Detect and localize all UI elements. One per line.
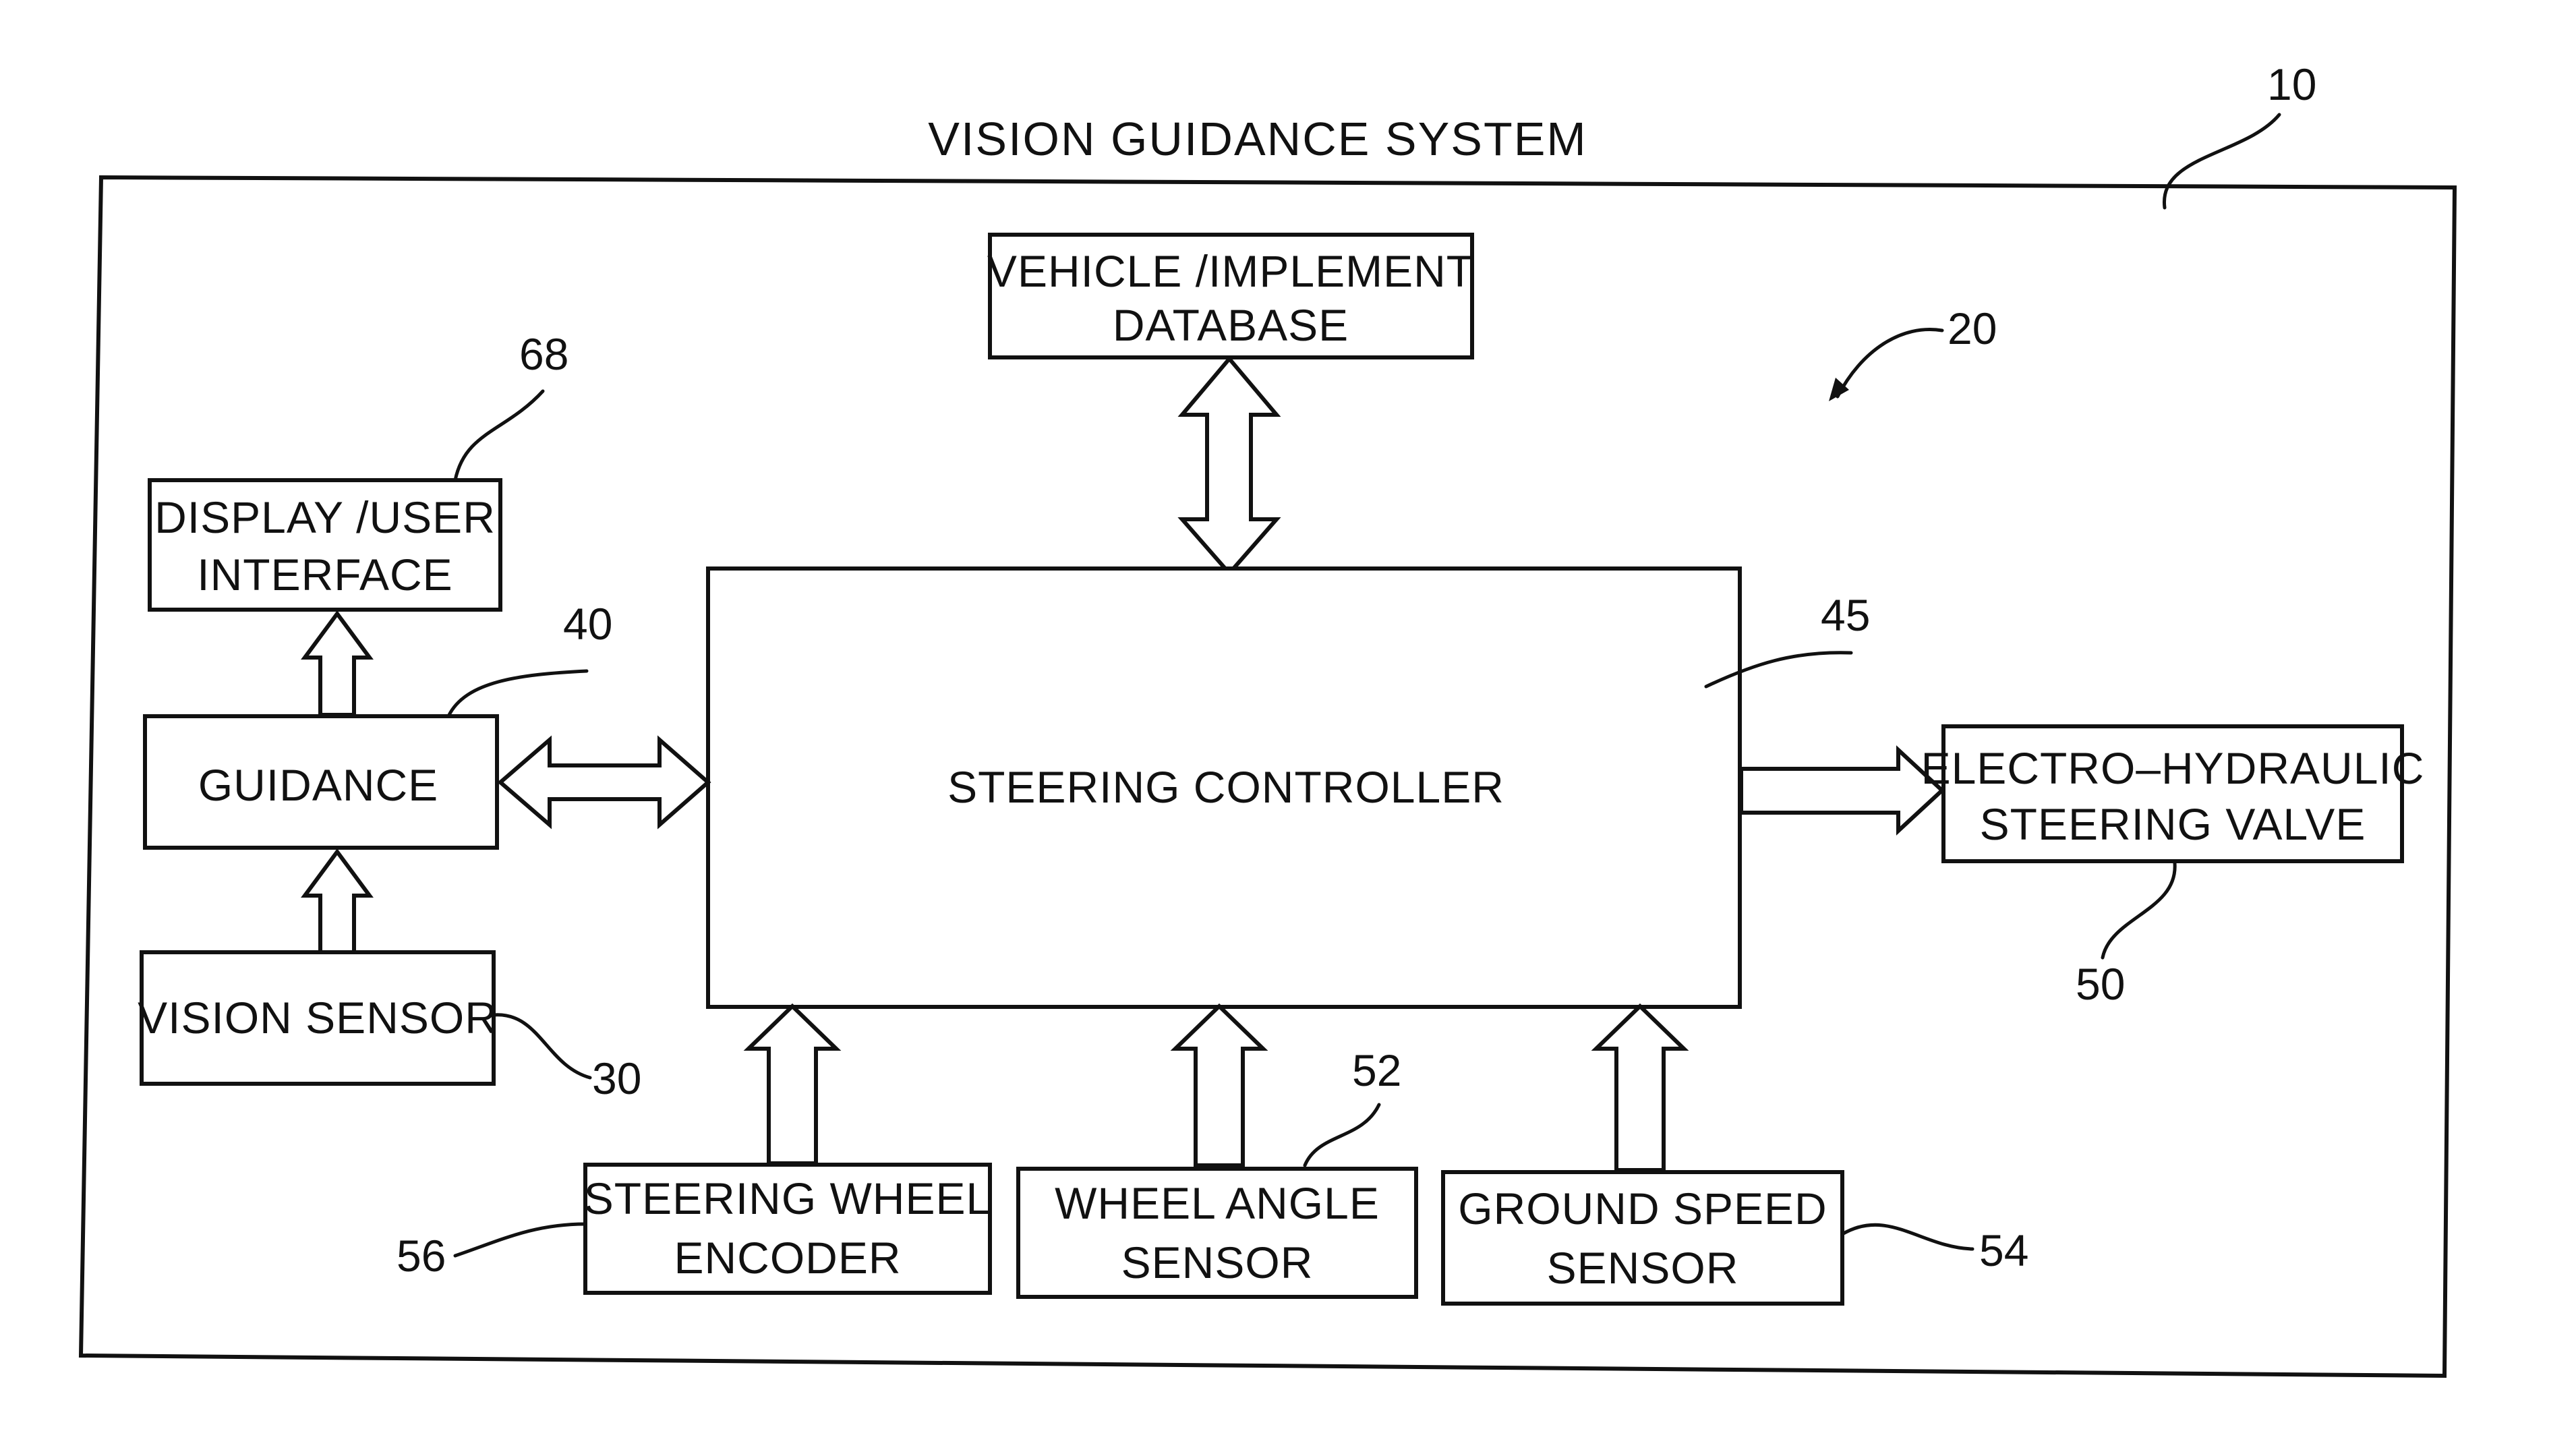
database-controller-arrow (1182, 359, 1277, 573)
ground-speed-label-line1: GROUND SPEED (1458, 1184, 1827, 1233)
ref-45-label: 45 (1821, 590, 1870, 640)
ref-50-label: 50 (2076, 959, 2125, 1009)
ref-54-label: 54 (1979, 1225, 2028, 1275)
ref-40-leader (448, 671, 587, 716)
ref-54-leader (1842, 1225, 1972, 1249)
guidance-controller-arrow (500, 740, 708, 825)
steering-controller-label: STEERING CONTROLLER (947, 762, 1504, 812)
vision-sensor-label: VISION SENSOR (138, 993, 498, 1043)
ref-30-label: 30 (592, 1053, 641, 1103)
vision-guidance-arrow (305, 852, 370, 952)
encoder-controller-arrow (749, 1006, 836, 1163)
wheel-encoder-label-line1: STEERING WHEEL (584, 1173, 991, 1223)
wheel-angle-controller-arrow (1175, 1006, 1263, 1165)
guidance-label: GUIDANCE (198, 760, 438, 810)
database-label-line1: VEHICLE /IMPLEMENT (987, 246, 1474, 296)
ref-50-leader (2103, 863, 2175, 958)
ref-30-leader (494, 1015, 590, 1078)
guidance-display-arrow (305, 614, 370, 715)
ref-10-label: 10 (2267, 59, 2316, 109)
wheel-encoder-label-line2: ENCODER (674, 1233, 901, 1283)
ref-68-label: 68 (519, 329, 568, 379)
ref-52-label: 52 (1352, 1045, 1401, 1095)
controller-valve-arrow (1741, 750, 1942, 831)
ref-56-label: 56 (397, 1231, 446, 1281)
ref-20-label: 20 (1948, 303, 1997, 353)
valve-label-line1: ELECTRO–HYDRAULIC (1921, 743, 2425, 793)
diagram-title: VISION GUIDANCE SYSTEM (928, 113, 1587, 165)
database-label-line2: DATABASE (1113, 300, 1349, 350)
wheel-angle-label-line2: SENSOR (1121, 1238, 1314, 1287)
ref-10-leader (2164, 115, 2279, 208)
ref-20-leader (1838, 329, 1942, 397)
ref-68-leader (455, 391, 543, 480)
valve-label-line2: STEERING VALVE (1980, 799, 2366, 849)
ref-56-leader (455, 1224, 585, 1256)
display-label-line2: INTERFACE (197, 550, 452, 600)
ref-52-leader (1305, 1105, 1379, 1165)
ground-speed-label-line2: SENSOR (1547, 1243, 1739, 1293)
ground-speed-controller-arrow (1596, 1006, 1684, 1170)
wheel-angle-label-line1: WHEEL ANGLE (1055, 1178, 1380, 1228)
ref-40-label: 40 (563, 599, 612, 649)
display-label-line1: DISPLAY /USER (154, 492, 496, 542)
